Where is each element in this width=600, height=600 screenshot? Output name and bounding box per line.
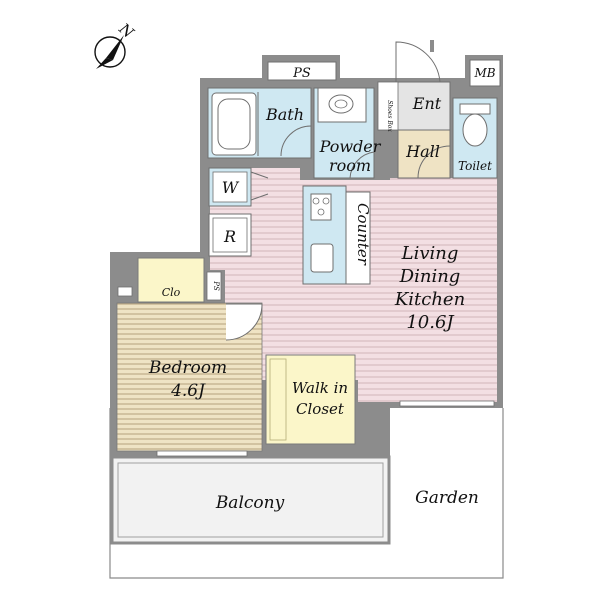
sink-icon [310,243,334,273]
balcony-area [110,455,391,545]
label-ps-small: PS [212,280,220,291]
label-balcony: Balcony [215,493,285,513]
meter-box [469,59,501,87]
label-bedroom-size: 4.6J [170,381,206,401]
label-r: R [223,227,236,246]
bedroom-door-swing [225,303,263,341]
label-living: Living [401,243,459,264]
label-ent: Ent [412,94,442,113]
label-ldk-size: 10.6J [406,312,455,333]
toilet-bowl-icon [462,113,488,147]
north-compass-icon [94,35,126,69]
label-ps-top: PS [292,66,311,81]
label-dining: Dining [399,266,461,287]
label-garden: Garden [415,488,479,508]
label-bedroom: Bedroom [148,358,227,378]
label-shoes-box: Shoes Box [386,100,393,132]
label-mb: MB [473,66,495,80]
label-w: W [222,178,240,197]
label-clo: Clo [162,286,181,299]
closet-clo [137,257,205,303]
entrance-door-swing [395,41,441,83]
hall-floor [397,129,451,179]
label-room: room [329,156,371,175]
label-hall: Hall [405,142,440,161]
label-toilet: Toilet [458,159,492,173]
ldk-floor [210,168,497,402]
label-walk-in: Walk in [292,379,348,397]
label-kitchen: Kitchen [394,289,465,310]
washbasin-icon [328,94,354,114]
pipe-space-top [267,61,337,81]
walk-in-closet [265,354,356,445]
label-powder: Powder [319,137,382,156]
label-closet: Closet [296,400,345,418]
stove-icon [310,193,332,221]
label-bath: Bath [265,105,304,124]
label-counter: Counter [354,203,372,266]
